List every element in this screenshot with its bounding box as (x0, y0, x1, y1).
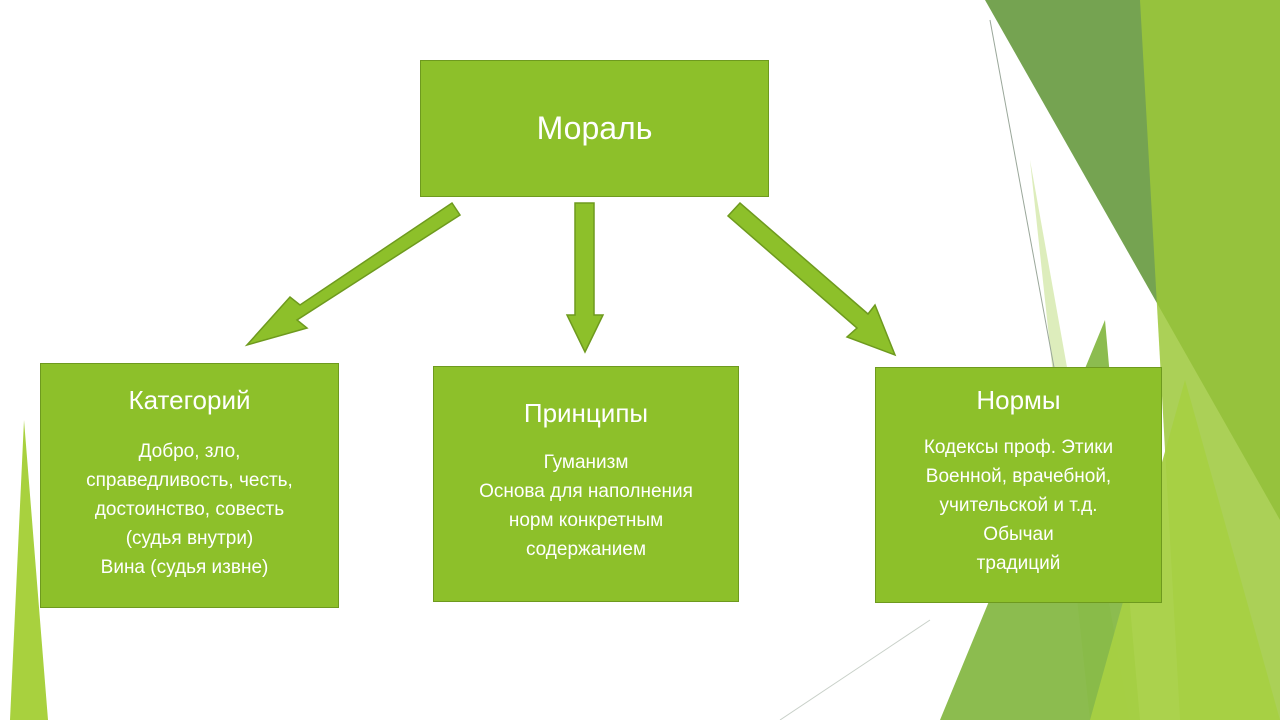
branch-line: Основа для наполнения (479, 481, 693, 502)
decor-line-bottom (779, 619, 931, 720)
arrow-to-categories (244, 201, 462, 347)
branch-line: Добро, зло, (138, 441, 241, 462)
decor-triangle-right-front (1090, 380, 1280, 720)
root-node-label: Мораль (536, 110, 653, 146)
arrow-to-principles (565, 202, 605, 354)
branch-line: учительской и т.д. (939, 495, 1098, 516)
branch-line: Обычаи (983, 524, 1054, 545)
branch-line: содержанием (525, 539, 647, 560)
root-node-morality: Мораль (420, 60, 769, 197)
branch-line: Гуманизм (543, 452, 629, 473)
branch-line: норм конкретным (508, 510, 664, 531)
branch-line: Вина (судья извне) (100, 557, 269, 578)
branch-line: Кодексы проф. Этики (923, 437, 1114, 458)
branch-body: Добро, зло, справедливость, честь, досто… (41, 437, 338, 582)
branch-title: Нормы (976, 385, 1061, 415)
branch-line: справедливость, честь, (86, 470, 293, 491)
branch-line: Военной, врачебной, (925, 466, 1112, 487)
branch-body: Гуманизм Основа для наполнения норм конк… (434, 448, 738, 564)
branch-line: достоинство, совесть (94, 499, 285, 520)
branch-node-norms: Нормы Кодексы проф. Этики Военной, враче… (875, 367, 1162, 603)
branch-title: Категорий (128, 385, 251, 415)
branch-line: традиций (976, 553, 1061, 574)
branch-node-categories: Категорий Добро, зло, справедливость, че… (40, 363, 339, 608)
decor-line (989, 19, 1061, 401)
branch-title: Принципы (523, 398, 649, 428)
branch-line: (судья внутри) (125, 528, 254, 549)
arrow-to-norms (726, 201, 897, 357)
decor-triangle-left (10, 420, 48, 720)
branch-node-principles: Принципы Гуманизм Основа для наполнения … (433, 366, 739, 602)
branch-body: Кодексы проф. Этики Военной, врачебной, … (876, 433, 1161, 578)
